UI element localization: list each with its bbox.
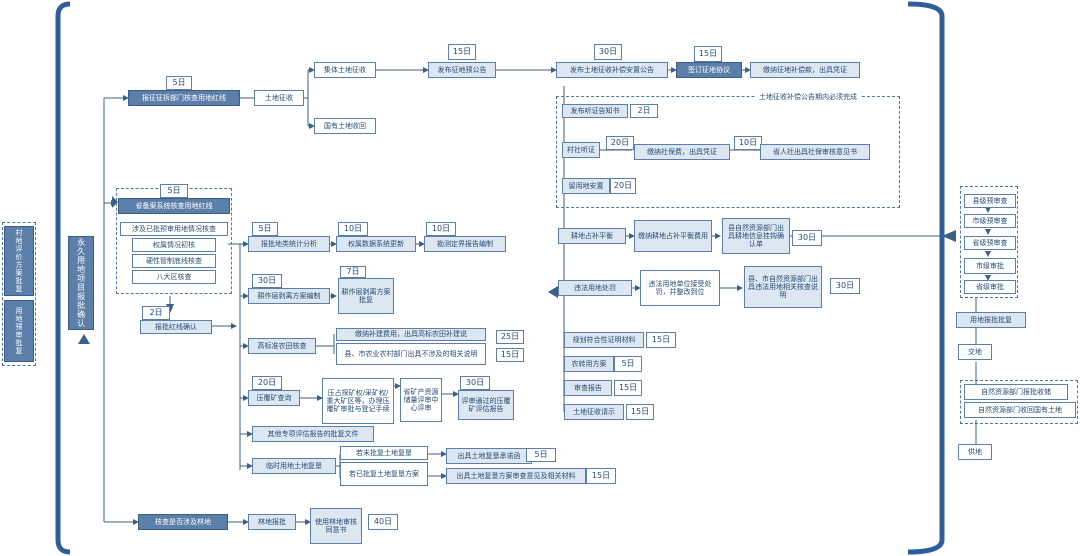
approval-level: 市级审批 bbox=[964, 258, 1016, 274]
reserved-land: 留用地安置 bbox=[562, 178, 610, 194]
duration-badge: 15日 bbox=[694, 46, 722, 62]
village-hearing: 村社听证 bbox=[562, 142, 600, 158]
balance-fee: 缴纳耕地占补平衡费用 bbox=[634, 220, 712, 252]
duration-badge: 7日 bbox=[340, 266, 366, 278]
must-complete-dashed-group bbox=[556, 96, 900, 208]
land-handover: 交地 bbox=[958, 344, 992, 360]
duration-badge: 30日 bbox=[830, 278, 860, 294]
duration-badge: 2日 bbox=[630, 104, 658, 118]
mining-report: 评审通过的压覆矿评估报告 bbox=[458, 390, 514, 420]
duration-badge: 15日 bbox=[626, 404, 654, 420]
forest-consent: 使用林地审核同意书 bbox=[310, 508, 362, 544]
land-acquisition: 土地征收 bbox=[254, 90, 304, 106]
balance-proof: 县自然资源部门出具耕地信息挂钩确认单 bbox=[722, 218, 790, 254]
review-report: 审查报告 bbox=[564, 380, 612, 396]
mining-check: 压覆矿查询 bbox=[248, 390, 300, 406]
land-stats: 报批地类统计分析 bbox=[248, 236, 330, 252]
duration-badge: 5日 bbox=[166, 76, 192, 90]
high-std-option-a: 缴纳补建费用，出具高标农田补建说 bbox=[336, 328, 486, 341]
farmland-balance: 耕地占补平衡 bbox=[558, 228, 626, 244]
duration-badge: 10日 bbox=[338, 222, 368, 236]
land-approval-reply: 用地报批批复 bbox=[956, 312, 1026, 328]
duration-badge: 15日 bbox=[646, 332, 676, 348]
duration-badge: 20日 bbox=[252, 376, 282, 390]
verify-item: 八大区核查 bbox=[132, 270, 216, 284]
forest-approval: 林地报批 bbox=[248, 514, 296, 530]
land-pre-approval: 用地预审批复 bbox=[4, 300, 34, 362]
high-standard-farmland: 高标准农田核查 bbox=[248, 338, 316, 354]
duration-badge: 20日 bbox=[610, 178, 636, 194]
must-complete-note: 土地征收补偿公告期内必须完成 bbox=[756, 92, 860, 102]
temp-a-output: 出具土地复垦承诺函 bbox=[446, 448, 532, 464]
duration-badge: 25日 bbox=[496, 330, 524, 344]
approval-level: 省级预审查 bbox=[964, 236, 1016, 250]
duration-badge: 2日 bbox=[142, 306, 170, 320]
verify-item: 权属情况初核 bbox=[132, 238, 216, 252]
duration-badge: 5日 bbox=[160, 184, 188, 198]
temp-land: 临时用地土地复垦 bbox=[252, 458, 336, 474]
redline-confirm: 报批红线确认 bbox=[140, 320, 212, 334]
collective-land: 集体土地征收 bbox=[314, 62, 376, 78]
duration-badge: 30日 bbox=[594, 44, 622, 60]
land-supply: 供地 bbox=[958, 444, 992, 460]
storage-dashed-group bbox=[960, 380, 1078, 424]
illegal-land-penalty: 违法用地处罚 bbox=[558, 280, 632, 296]
hearing-notice: 发布听证告知书 bbox=[562, 104, 628, 118]
duration-badge: 15日 bbox=[614, 380, 642, 396]
approval-level: 市级预审查 bbox=[964, 214, 1016, 228]
duration-badge: 40日 bbox=[368, 514, 398, 530]
farm-conversion: 农转用方案 bbox=[564, 356, 614, 372]
levy-request: 土地征收请示 bbox=[564, 404, 624, 420]
state-land: 国有土地收回 bbox=[314, 118, 376, 134]
forest-check: 核查是否涉及林地 bbox=[138, 514, 228, 530]
pay-social-security: 缴纳社保费，出具凭证 bbox=[634, 144, 730, 160]
left-dashed-group bbox=[2, 222, 36, 366]
duration-badge: 30日 bbox=[460, 376, 490, 390]
hr-opinion: 省人社出具社保审核意见书 bbox=[760, 144, 870, 160]
db-update: 权属数据系统更新 bbox=[336, 236, 416, 252]
main-title: 永久用地项目报批确认 bbox=[68, 236, 94, 330]
approval-level: 省级审批 bbox=[964, 280, 1016, 294]
verify-item: 硬性管制底线核查 bbox=[132, 254, 216, 268]
illegal-proof: 县、市自然资源部门出具违法用地相关核查说明 bbox=[744, 266, 822, 308]
survey-report: 勘测定界报告编制 bbox=[424, 236, 506, 252]
village-plan-approval: 村地评价方案批复 bbox=[4, 226, 34, 296]
farmland-plan: 耕作层剥离方案编制 bbox=[248, 288, 330, 304]
verify-title: 省备案系统核查用地红线 bbox=[118, 198, 230, 214]
duration-badge: 5日 bbox=[614, 356, 642, 372]
duration-badge: 5日 bbox=[252, 222, 278, 236]
temp-b-output: 出具土地复垦方案审查意见及相关材料 bbox=[446, 468, 586, 484]
duration-badge: 15日 bbox=[586, 468, 616, 484]
duration-badge: 20日 bbox=[606, 136, 634, 150]
duration-badge: 15日 bbox=[448, 44, 476, 60]
temp-option-b: 若已批复土地复垦方案 bbox=[340, 462, 428, 486]
duration-badge: 30日 bbox=[252, 274, 282, 288]
mining-option-b: 省矿产资源储量评审中心评审 bbox=[400, 378, 442, 422]
storage-option-b: 自然资源部门收回国有土地 bbox=[964, 402, 1076, 418]
verify-item: 涉及已批预审用地情况核查 bbox=[120, 222, 228, 236]
illegal-action: 违法用地单位接受处罚，并整改到位 bbox=[640, 270, 720, 306]
approval-level: 县级预审查 bbox=[964, 194, 1016, 208]
redline-check: 报征征拆部门核查用地红线 bbox=[128, 90, 240, 106]
storage-option-a: 自然资源部门报批收储 bbox=[964, 384, 1068, 400]
duration-badge: 5日 bbox=[526, 448, 556, 462]
duration-badge: 10日 bbox=[734, 136, 762, 150]
duration-badge: 30日 bbox=[792, 230, 822, 246]
sign-agreement: 签订征地协议 bbox=[676, 62, 742, 78]
approval-levels-dashed-group bbox=[960, 186, 1018, 298]
planning-cert: 规划符合性证明材料 bbox=[564, 332, 644, 348]
mining-option-a: 压占探矿权/采矿权/重大矿区等，办理压覆矿审批与登记手续 bbox=[322, 378, 394, 424]
temp-option-a: 若未批复土地复垦 bbox=[340, 446, 428, 460]
compensation-announcement: 发布土地征收补偿安置公告 bbox=[556, 62, 668, 78]
pre-announcement: 发布征地预公告 bbox=[428, 62, 496, 78]
farmland-reply: 耕作层剥离方案批复 bbox=[338, 278, 394, 314]
duration-badge: 15日 bbox=[496, 348, 524, 362]
other-special: 其他专项评估报告的批复文件 bbox=[252, 426, 374, 442]
high-std-option-b: 县、市农业农村部门出具不涉及的相关说明 bbox=[336, 343, 486, 365]
duration-badge: 10日 bbox=[426, 222, 456, 236]
pay-compensation: 缴纳征地补偿款，出具凭证 bbox=[750, 62, 860, 78]
